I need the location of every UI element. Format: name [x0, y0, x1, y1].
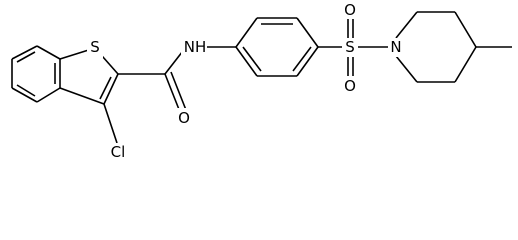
amide-group	[118, 46, 187, 113]
piperidine-nitrogen-label: N	[390, 38, 401, 56]
atom-sulfonyl-oxygen-top: O	[342, 1, 359, 19]
sulfonyl-oxygen-bottom-label: O	[344, 77, 356, 95]
benzene-ring-fused	[11, 45, 61, 103]
atom-amide-oxygen: O	[175, 108, 193, 128]
atom-chlorine: Cl	[106, 143, 130, 161]
atom-sulfonyl-oxygen-bottom: O	[342, 76, 359, 95]
thiophene-sulfur-label: S	[90, 38, 100, 56]
molecule-diagram: S NH O Cl S O O N	[11, 1, 512, 161]
sulfonyl-oxygen-top-label: O	[344, 1, 356, 19]
piperidine-ring	[395, 11, 477, 83]
phenyl-ring	[204, 17, 319, 77]
amide-nh-label: NH	[184, 38, 207, 56]
sulfonyl-sulfur-label: S	[345, 38, 355, 56]
chlorine-label: Cl	[111, 143, 126, 161]
atom-sulfonyl-sulfur: S	[342, 38, 358, 57]
atom-thiophene-sulfur: S	[87, 38, 103, 58]
c-cl-bond	[103, 103, 118, 144]
atom-piperidine-nitrogen: N	[388, 38, 405, 57]
amide-oxygen-label: O	[178, 109, 190, 127]
atom-amide-nh: NH	[181, 37, 207, 57]
